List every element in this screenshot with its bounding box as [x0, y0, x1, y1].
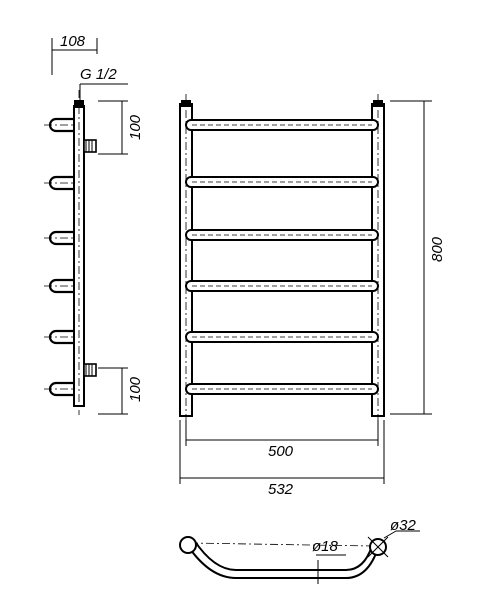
dimension-top-offset: 108 [51, 33, 98, 75]
top-left-tube [179, 536, 197, 554]
thread-label: G 1/2 [80, 66, 117, 83]
dimension-height: 800 [390, 100, 446, 415]
dim-label-bar-diameter: ø18 [312, 538, 339, 555]
front-right-thread [373, 100, 383, 107]
side-top-thread [74, 100, 84, 108]
dim-label-tube-diameter: ø32 [390, 517, 417, 534]
thread-callout: G 1/2 [79, 66, 128, 103]
dimension-overall-width: 532 [179, 420, 385, 498]
dim-label-height: 800 [429, 236, 446, 262]
dim-label-upper-spacing: 100 [127, 114, 144, 140]
callout-tube-diameter: ø32 [383, 517, 420, 539]
side-rung-stubs [44, 117, 74, 397]
dim-label-overall-width: 532 [268, 481, 294, 498]
dimension-upper-spacing: 100 [98, 100, 144, 155]
dim-label-center-width: 500 [268, 443, 294, 460]
side-upper-bracket [83, 139, 97, 153]
dim-label-lower-spacing: 100 [127, 376, 144, 402]
front-left-thread [181, 100, 191, 107]
callout-bar-diameter: ø18 [312, 538, 346, 584]
side-view: 108 G 1/2 [44, 33, 144, 415]
top-view: ø18 ø32 [179, 517, 420, 584]
front-rungs [185, 119, 379, 395]
side-lower-bracket [83, 363, 97, 377]
front-view: 800 500 532 [179, 94, 446, 498]
dimension-lower-spacing: 100 [98, 367, 144, 415]
dim-label-top-offset: 108 [60, 33, 86, 50]
dimension-center-width: 500 [185, 420, 379, 460]
